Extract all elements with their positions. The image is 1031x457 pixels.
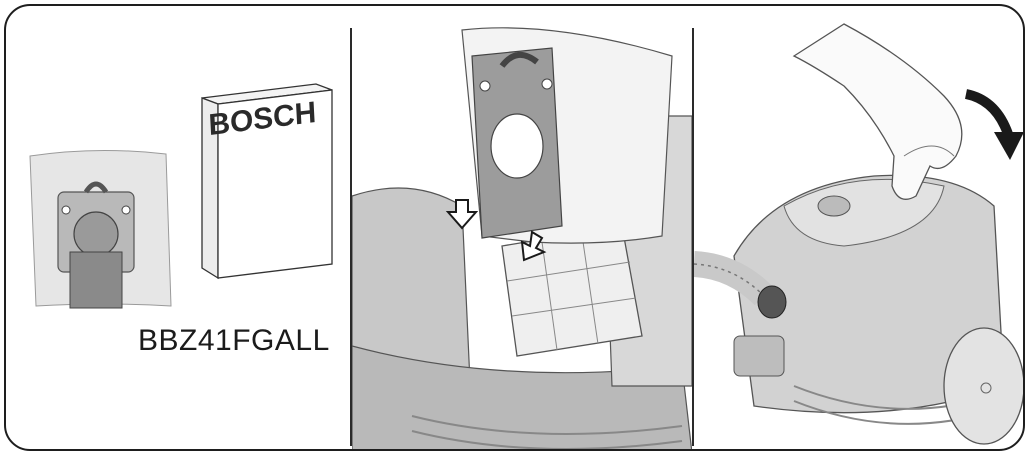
dust-bag-icon (29, 149, 172, 309)
rotate-arrow-icon (964, 89, 1023, 160)
filter-icon (501, 225, 643, 357)
accessory-illustration: BOSCH (29, 83, 333, 309)
panel-accessory: BOSCH BBZ41FGALL (6, 6, 350, 449)
bosch-box-icon: BOSCH (201, 83, 333, 280)
hose-icon (694, 251, 787, 319)
close-lid-illustration (694, 23, 1023, 445)
hand-icon (792, 23, 963, 200)
vacuum-body-icon (733, 174, 1023, 445)
panel-insert-bag (352, 6, 692, 449)
instruction-frame: BOSCH BBZ41FGALL (4, 4, 1025, 451)
dust-bag-icon (461, 27, 673, 244)
panel-close-lid (694, 6, 1023, 449)
divider-2 (692, 28, 694, 446)
insert-bag-illustration (352, 27, 692, 449)
divider-1 (350, 28, 352, 446)
model-code-label: BBZ41FGALL (138, 324, 330, 357)
insert-arrow-icon (445, 199, 547, 262)
